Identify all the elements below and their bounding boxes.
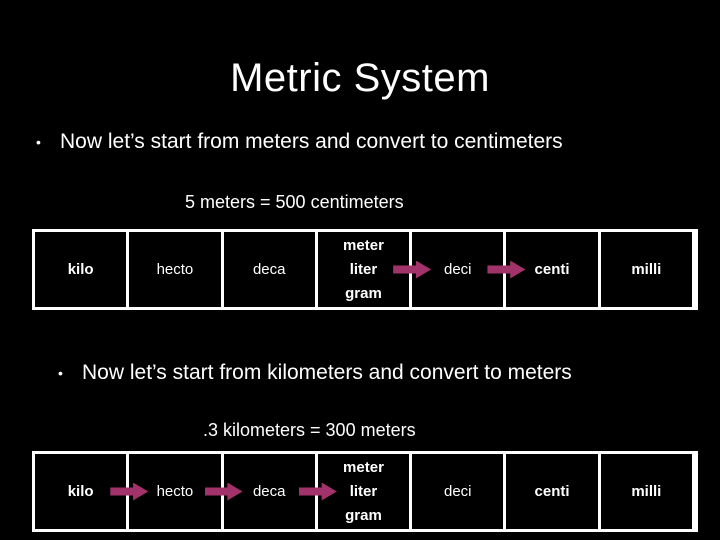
cell-label: hecto <box>156 482 194 500</box>
cell-label: hecto <box>156 260 194 278</box>
cell-label: deci <box>444 482 472 500</box>
conversion-example-2: .3 kilometers = 300 meters <box>203 420 416 440</box>
cell-label: milli <box>631 260 662 278</box>
cell-label: centi <box>534 482 570 500</box>
cell-label: milli <box>631 482 662 500</box>
table-cell-milli: milli <box>601 232 695 307</box>
cell-label: meter <box>343 236 384 254</box>
cell-label: liter <box>349 260 378 278</box>
table-cell-centi: centi <box>506 232 601 307</box>
table-cell-deca: deca <box>224 232 318 307</box>
bullet-item-2: • Now let’s start from kilometers and co… <box>58 361 572 385</box>
table-cell-base-units: meter liter gram <box>318 454 413 529</box>
slide-title: Metric System <box>230 56 490 100</box>
cell-label: kilo <box>67 482 94 500</box>
metric-prefix-table-2: kilo hecto deca meter liter gram deci ce… <box>32 451 698 532</box>
cell-label: gram <box>345 284 382 302</box>
table-cell-hecto: hecto <box>129 232 224 307</box>
table-cell-milli: milli <box>601 454 695 529</box>
cell-label: deca <box>252 482 286 500</box>
table-cell-centi: centi <box>506 454 601 529</box>
bullet-marker: • <box>36 134 41 150</box>
table-cell-deci: deci <box>412 454 507 529</box>
conversion-example-1: 5 meters = 500 centimeters <box>185 192 404 212</box>
cell-label: gram <box>345 506 382 524</box>
cell-label: deci <box>444 260 472 278</box>
cell-label: liter <box>349 482 378 500</box>
cell-label: meter <box>343 458 384 476</box>
cell-label: centi <box>534 260 570 278</box>
bullet-text-2: Now let’s start from kilometers and conv… <box>82 361 572 384</box>
metric-prefix-table-1: kilo hecto deca meter liter gram deci ce… <box>32 229 698 310</box>
table-cell-kilo: kilo <box>35 232 130 307</box>
cell-label: kilo <box>67 260 94 278</box>
cell-label: deca <box>252 260 286 278</box>
bullet-text-1: Now let’s start from meters and convert … <box>60 130 563 153</box>
bullet-marker: • <box>58 365 63 381</box>
bullet-item-1: • Now let’s start from meters and conver… <box>36 130 563 154</box>
